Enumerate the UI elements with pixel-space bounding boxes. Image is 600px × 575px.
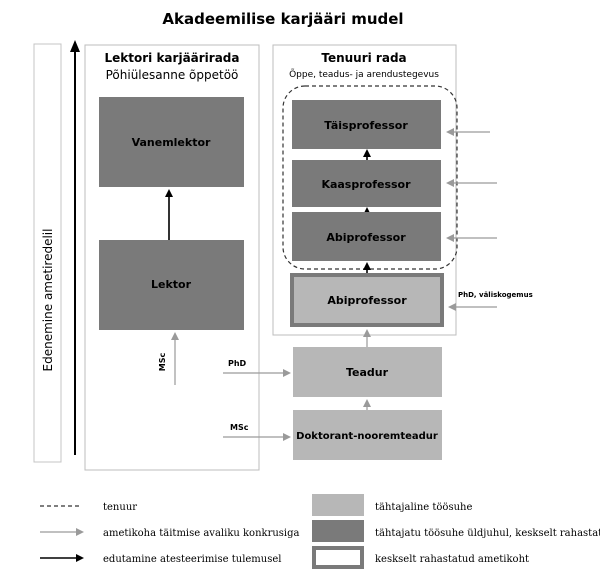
legend-dark-swatch — [312, 520, 364, 542]
tenure-heading: Tenuuri rada — [321, 51, 406, 65]
assistant-professor-fixed-box — [290, 273, 444, 327]
legend-open-ended-label: tähtajatu töösuhe üldjuhul, keskselt rah… — [375, 528, 600, 539]
legend-fixed-term-label: tähtajaline töösuhe — [375, 502, 472, 513]
associate-professor-label: Kaasprofessor — [321, 178, 411, 191]
researcher-entry-label: PhD — [228, 359, 247, 368]
side-label: Edenemine ametiredelil — [41, 229, 55, 372]
lecturer-subheading: Põhiülesanne õppetöö — [106, 68, 239, 82]
associate-professor-box — [292, 160, 441, 207]
full-professor-label: Täisprofessor — [324, 119, 408, 132]
diagram-title: Akadeemilise karjääri mudel — [162, 10, 403, 28]
junior-researcher-label: Doktorant-nooremteadur — [296, 431, 438, 442]
senior-lecturer-label: Vanemlektor — [132, 136, 211, 149]
side-band — [33, 43, 62, 463]
legend-competition-label: ametikoha täitmise avaliku konkrusiga — [103, 528, 300, 539]
legend-promotion-label: edutamine atesteerimise tulemusel — [103, 554, 281, 565]
legend: tenuur ametikoha täitmise avaliku konkru… — [40, 494, 600, 569]
legend-outlined-swatch — [312, 546, 364, 569]
tenure-subheading: Õppe, teadus- ja arendustegevus — [289, 68, 439, 80]
legend-light-swatch — [312, 494, 364, 516]
lecturer-heading: Lektori karjäärirada — [105, 51, 240, 65]
junior-researcher-box — [293, 410, 442, 460]
lecturer-entry-label: MSc — [158, 353, 167, 372]
assistant-fixed-entry-label: PhD, väliskogemus — [458, 291, 533, 299]
assistant-professor-fixed-label: Abiprofessor — [327, 294, 407, 307]
legend-central-label: keskselt rahastatud ametikoht — [375, 554, 529, 565]
assistant-professor-label: Abiprofessor — [326, 231, 406, 244]
legend-tenure-label: tenuur — [103, 502, 137, 513]
junior-entry-label: MSc — [230, 423, 249, 432]
lecturer-label: Lektor — [151, 278, 192, 291]
full-professor-box — [292, 100, 441, 149]
assistant-professor-box — [292, 212, 441, 261]
senior-lecturer-box — [99, 97, 244, 187]
researcher-box — [293, 347, 442, 397]
lecturer-box — [99, 240, 244, 330]
researcher-label: Teadur — [346, 366, 389, 379]
